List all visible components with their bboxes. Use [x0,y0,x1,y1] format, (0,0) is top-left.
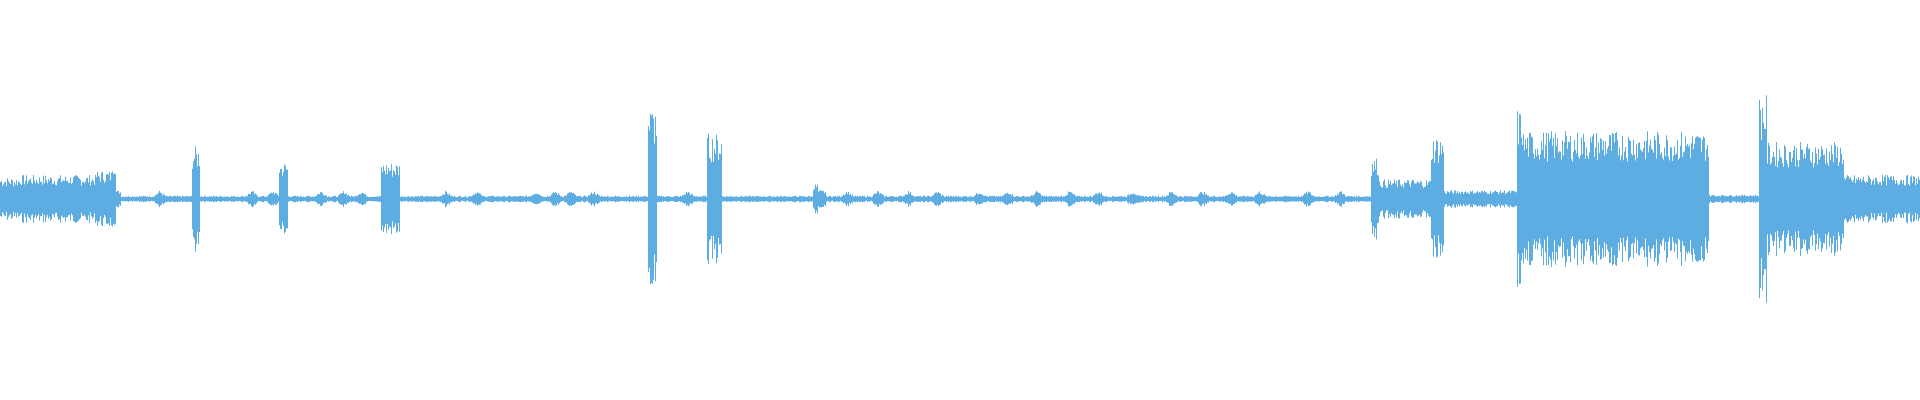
waveform-bars [0,95,1920,303]
waveform-path [0,95,1920,303]
